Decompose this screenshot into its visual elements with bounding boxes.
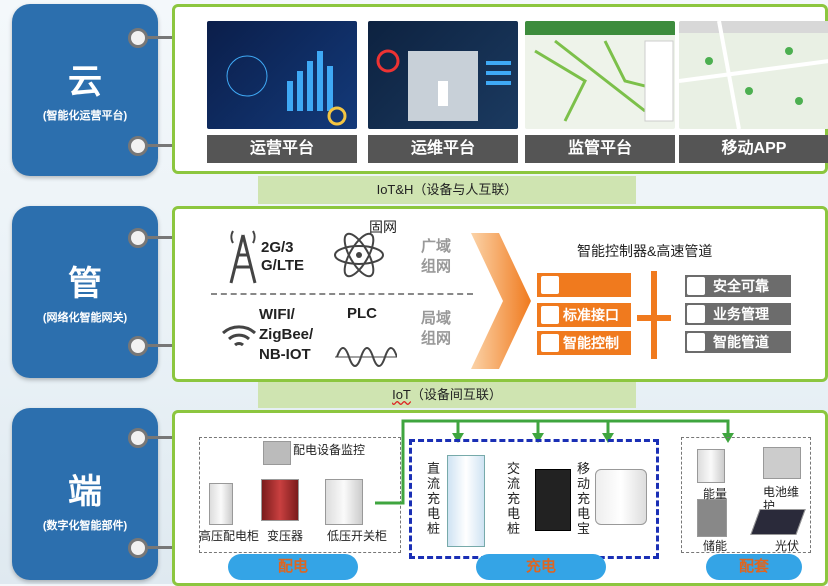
binder-ring-icon — [128, 136, 148, 156]
transformer-label: 变压器 — [267, 529, 304, 543]
binder-ring-icon — [128, 28, 148, 48]
smart-control-box: 智能控制 — [537, 331, 631, 355]
pv-label: 光伏 — [775, 539, 800, 553]
security-box: 安全可靠 — [685, 275, 791, 297]
tier-pipe-subtitle: (网络化智能网关) — [42, 312, 128, 324]
energy-storage-label-top: 能量 — [703, 487, 728, 501]
group-distribution-label: 配电 — [228, 554, 358, 580]
arrow-right-icon — [471, 233, 531, 369]
cell-tower-icon — [229, 230, 257, 284]
plc-label: PLC — [347, 305, 377, 322]
ac-pile-icon — [535, 469, 571, 531]
controller-title: 智能控制器&高速管道 — [577, 243, 713, 259]
band-iot-h: IoT&H（设备与人互联） — [258, 176, 636, 204]
pipe-horizontal — [637, 315, 671, 321]
hv-cabinet-label: 高压配电柜 — [199, 529, 260, 543]
platform-label-maint: 运维平台 — [368, 135, 518, 163]
tier-edge-subtitle: (数字化智能部件) — [42, 520, 128, 532]
connector-lines — [375, 419, 734, 505]
monitor-device-icon — [263, 441, 291, 465]
storage-rack-icon — [697, 499, 727, 537]
binder-hook — [146, 236, 190, 239]
wan-label: 广域 组网 — [421, 238, 452, 275]
atom-icon — [334, 232, 384, 278]
fixed-network-label: 固网 — [369, 219, 397, 235]
band-iot: IoT（设备间互联） — [258, 382, 636, 408]
robot-arm-icon — [541, 276, 559, 294]
security-label: 安全可靠 — [713, 278, 769, 294]
lv-cabinet-icon — [325, 479, 363, 525]
energy-storage-icon — [697, 449, 725, 483]
maint-dashboard-thumbnail — [368, 21, 518, 129]
business-mgmt-box: 业务管理 — [685, 303, 791, 325]
band-iot-prefix: IoT — [392, 387, 411, 402]
supporting-group — [681, 437, 811, 553]
mobile-charger-label: 移动充电宝 — [577, 461, 591, 536]
lv-cabinet-label: 低压开关柜 — [327, 529, 388, 543]
group-charging-label: 充电 — [476, 554, 606, 580]
dc-pile-label: 直流充电桩 — [427, 461, 441, 536]
tier-cloud-subtitle: (智能化运营平台) — [42, 110, 128, 122]
solar-panel-icon — [750, 509, 806, 535]
network-divider — [211, 293, 473, 295]
binder-ring-icon — [128, 336, 148, 356]
ops-dashboard-thumbnail — [207, 21, 357, 129]
business-mgmt-label: 业务管理 — [713, 306, 769, 322]
binder-hook — [146, 344, 190, 347]
smart-pipe-label: 智能管道 — [713, 334, 769, 350]
group-supporting-label: 配套 — [706, 554, 802, 580]
cloud-panel: 运营平台 运维平台 监管平台 移动APP — [172, 4, 828, 174]
binder-hook — [146, 36, 190, 39]
binder-hook — [146, 144, 190, 147]
chat-icon — [541, 334, 559, 352]
controller-top-bar — [537, 273, 631, 297]
distribution-group — [199, 437, 401, 553]
tier-pipe-title: 管 — [68, 265, 102, 303]
lan-label: 局域 组网 — [421, 310, 452, 347]
cellular-label: 2G/3 G/LTE — [261, 239, 305, 274]
signal-wave-icon — [335, 347, 397, 367]
standard-interface-box: 标准接口 — [537, 303, 631, 327]
interface-icon — [541, 306, 559, 324]
trend-up-icon — [687, 305, 705, 323]
monitor-label: 配电设备监控 — [293, 443, 366, 457]
mobile-app-map-thumbnail — [679, 21, 828, 129]
platform-label-ops: 运营平台 — [207, 135, 357, 163]
binder-ring-icon — [128, 538, 148, 558]
standard-interface-label: 标准接口 — [563, 307, 619, 323]
dc-pile-icon — [447, 455, 485, 547]
platform-label-mobile-app: 移动APP — [679, 135, 828, 163]
smart-control-label: 智能控制 — [563, 335, 619, 351]
binder-ring-icon — [128, 228, 148, 248]
device-box-icon — [687, 333, 705, 351]
binder-ring-icon — [128, 428, 148, 448]
mobile-charger-icon — [595, 469, 647, 525]
band-iot-rest: （设备间互联） — [410, 387, 502, 402]
supervision-map-thumbnail — [525, 21, 675, 129]
binder-hook — [146, 546, 190, 549]
battery-icon — [763, 447, 801, 479]
tier-cloud-title: 云 — [68, 63, 102, 101]
wifi-icon — [222, 325, 256, 347]
wireless-label: WIFI/ ZigBee/ NB-IOT — [259, 306, 314, 363]
transformer-icon — [261, 479, 299, 521]
camera-icon — [687, 277, 705, 295]
pipe-panel: 2G/3 G/LTE 固网 广域 组网 WIFI/ ZigBee/ NB-IOT… — [172, 206, 828, 382]
smart-pipe-box: 智能管道 — [685, 331, 791, 353]
ac-pile-label: 交流充电桩 — [507, 461, 521, 536]
hv-cabinet-icon — [209, 483, 233, 525]
energy-storage-label-bottom: 储能 — [703, 539, 728, 553]
platform-label-supervision: 监管平台 — [525, 135, 675, 163]
binder-hook — [146, 436, 190, 439]
tier-edge-title: 端 — [68, 473, 102, 511]
